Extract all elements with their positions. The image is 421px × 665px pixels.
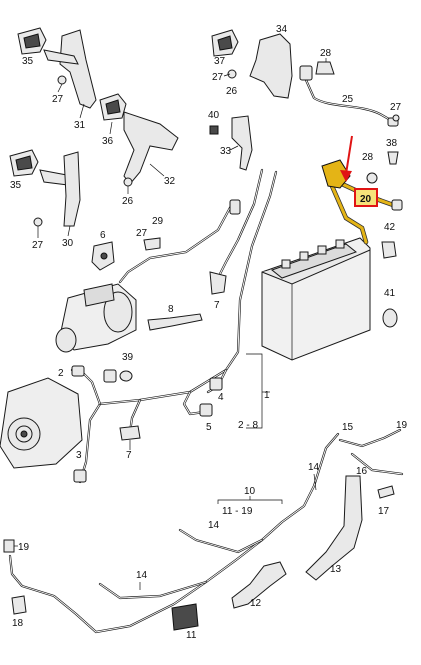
callout-14-right: 14 (308, 462, 320, 473)
callout-8: 8 (168, 304, 174, 315)
callout-26-left: 26 (122, 196, 134, 207)
callout-34: 34 (276, 24, 288, 35)
clip-7-upper (209, 271, 227, 295)
callout-11: 11 (186, 630, 197, 641)
callout-18: 18 (12, 618, 24, 629)
callout-31: 31 (74, 120, 86, 131)
clip-8 (147, 313, 203, 331)
cable-25 (299, 61, 400, 127)
callout-16: 16 (356, 466, 368, 477)
callout-27-top-center: 27 (212, 72, 224, 83)
callout-26-top-center: 26 (226, 86, 238, 97)
callout-38: 38 (386, 138, 398, 149)
battery (261, 237, 371, 361)
callout-19-left: 19 (18, 542, 30, 553)
callout-29: 29 (152, 216, 164, 227)
callout-15: 15 (342, 422, 354, 433)
bracket-assembly-32 (99, 93, 179, 187)
cover-13 (305, 475, 363, 581)
callout-20: 20 (360, 194, 372, 205)
callout-27-middle: 27 (32, 240, 44, 251)
bracket-assembly-30 (9, 149, 81, 227)
connector-11 (171, 603, 199, 631)
callout-27-center: 27 (136, 228, 148, 239)
callout-13: 13 (330, 564, 342, 575)
callout-32: 32 (164, 176, 176, 187)
wiring-harness (70, 168, 278, 484)
clip-29 (143, 237, 161, 251)
callout-25: 25 (342, 94, 354, 105)
highlight-arrow-head (340, 170, 352, 182)
callout-37: 37 (214, 56, 226, 67)
callout-7-lower: 7 (126, 450, 132, 461)
callout-27-top: 27 (52, 94, 64, 105)
callout-19-right: 19 (396, 420, 408, 431)
callout-6: 6 (100, 230, 106, 241)
cap-19-left (3, 539, 15, 553)
callout-4: 4 (218, 392, 224, 403)
cap-41 (382, 308, 398, 328)
callout-28-right: 28 (362, 152, 374, 163)
nut-42 (381, 241, 397, 259)
callout-11-19: 11 - 19 (222, 506, 253, 517)
callout-12: 12 (250, 598, 262, 609)
callout-30: 30 (62, 238, 74, 249)
callout-27-right: 27 (390, 102, 402, 113)
callout-33: 33 (220, 146, 232, 157)
callout-2: 2 (58, 368, 64, 379)
clip-7-lower (119, 425, 141, 441)
callout-36: 36 (102, 136, 114, 147)
callout-40: 40 (208, 110, 220, 121)
callout-42: 42 (384, 222, 396, 233)
callout-2-8: 2 - 8 (238, 420, 258, 431)
callout-5: 5 (206, 422, 212, 433)
callout-14-middle: 14 (208, 520, 220, 531)
callout-35-middle: 35 (10, 180, 22, 191)
callout-7-upper: 7 (214, 300, 220, 311)
grommet-39 (103, 369, 133, 383)
callout-1: 1 (264, 390, 270, 401)
callout-17: 17 (378, 506, 390, 517)
bracket-6 (91, 241, 115, 271)
callout-14-lower: 14 (136, 570, 148, 581)
callout-41: 41 (384, 288, 396, 299)
callout-35-top: 35 (22, 56, 34, 67)
callout-10: 10 (244, 486, 256, 497)
lower-harness (8, 428, 404, 634)
clip-17 (377, 485, 395, 499)
cover-12 (231, 561, 287, 609)
callout-28-top: 28 (320, 48, 332, 59)
callout-20-highlight-frame (354, 188, 378, 207)
callout-3: 3 (76, 450, 82, 461)
terminal-18 (11, 595, 27, 615)
bracket-assembly-34 (211, 29, 293, 99)
starter-motor (55, 283, 137, 353)
holder-33 (209, 115, 253, 171)
highlight-arrow (345, 135, 353, 175)
alternator (0, 377, 83, 469)
callout-39: 39 (122, 352, 134, 363)
